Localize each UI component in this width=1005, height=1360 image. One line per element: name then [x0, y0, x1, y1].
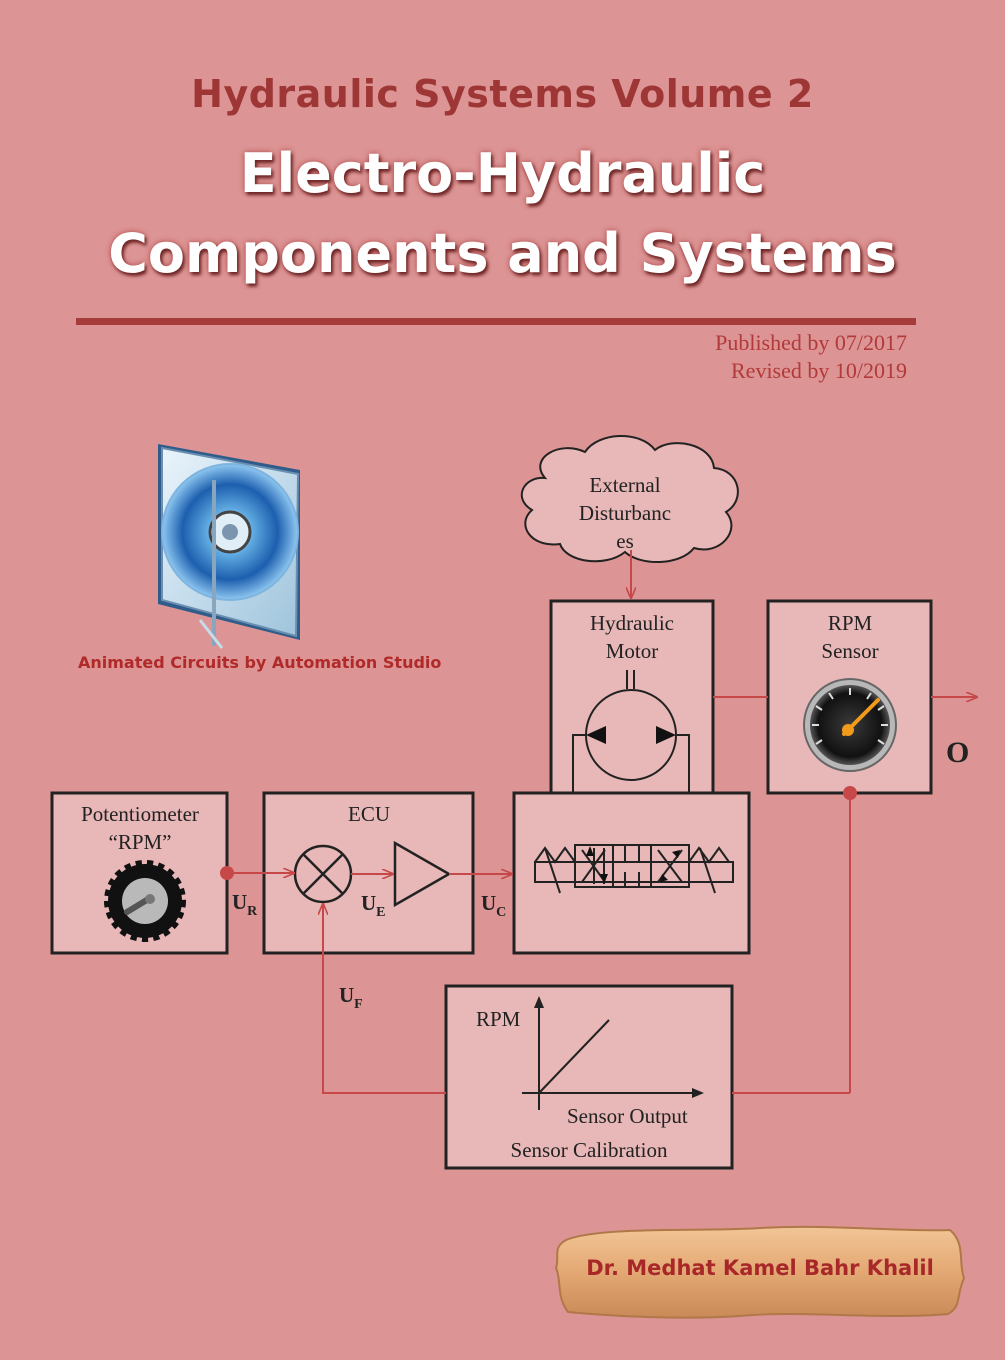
hydraulic-motor-block: Hydraulic Motor	[549, 599, 715, 795]
disturbance-label-3: es	[616, 529, 634, 553]
ecu-label: ECU	[348, 802, 390, 826]
motor-label-1: Hydraulic	[590, 611, 674, 635]
speedometer-icon	[803, 678, 897, 772]
rpm-sensor-block: RPM Sensor	[766, 599, 933, 795]
potentiometer-knob-icon	[104, 860, 186, 942]
uf-feedback-line	[323, 904, 446, 1094]
ur-label: UR	[232, 890, 258, 919]
proportional-valve-block	[512, 791, 751, 955]
motor-label-2: Motor	[606, 639, 659, 663]
calibration-y-label: RPM	[476, 1007, 521, 1031]
ur-junction-dot	[220, 866, 234, 880]
book-title-line-2: Components and Systems	[108, 222, 897, 285]
cd-case-icon	[158, 444, 300, 649]
disturbance-label-2: Disturbanc	[579, 501, 671, 525]
sensor-junction-dot	[843, 786, 857, 800]
calibration-x-label: Sensor Output	[567, 1104, 688, 1128]
title-divider	[76, 318, 916, 325]
sensor-label-1: RPM	[828, 611, 873, 635]
hydraulic-motor-symbol	[572, 670, 690, 793]
potentiometer-label-1: Potentiometer	[81, 802, 199, 826]
output-label: O	[946, 736, 969, 769]
author-name: Dr. Medhat Kamel Bahr Khalil	[586, 1256, 934, 1280]
sensor-calibration-block: RPM Sensor Output Sensor Calibration	[444, 984, 734, 1170]
author-plate-graphic	[554, 1225, 966, 1319]
potentiometer-block: Potentiometer “RPM”	[50, 791, 229, 955]
potentiometer-label-2: “RPM”	[109, 830, 172, 854]
external-disturbance-cloud: External Disturbanc es	[520, 435, 739, 563]
revised-date: Revised by 10/2019	[731, 358, 907, 383]
calibration-line	[538, 1019, 610, 1094]
series-title: Hydraulic Systems Volume 2	[191, 72, 814, 116]
cd-caption: Animated Circuits by Automation Studio	[78, 653, 442, 672]
sensor-label-2: Sensor	[821, 639, 878, 663]
published-date: Published by 07/2017	[715, 330, 907, 355]
disturbance-label-1: External	[589, 473, 660, 497]
author-plate: Dr. Medhat Kamel Bahr Khalil	[558, 1228, 962, 1312]
ue-label: UE	[361, 891, 386, 920]
book-title-line-1: Electro-Hydraulic	[239, 142, 766, 205]
uc-label: UC	[481, 891, 506, 920]
calibration-caption: Sensor Calibration	[511, 1138, 668, 1162]
amplifier-symbol	[393, 840, 452, 908]
uf-label: UF	[339, 983, 363, 1012]
